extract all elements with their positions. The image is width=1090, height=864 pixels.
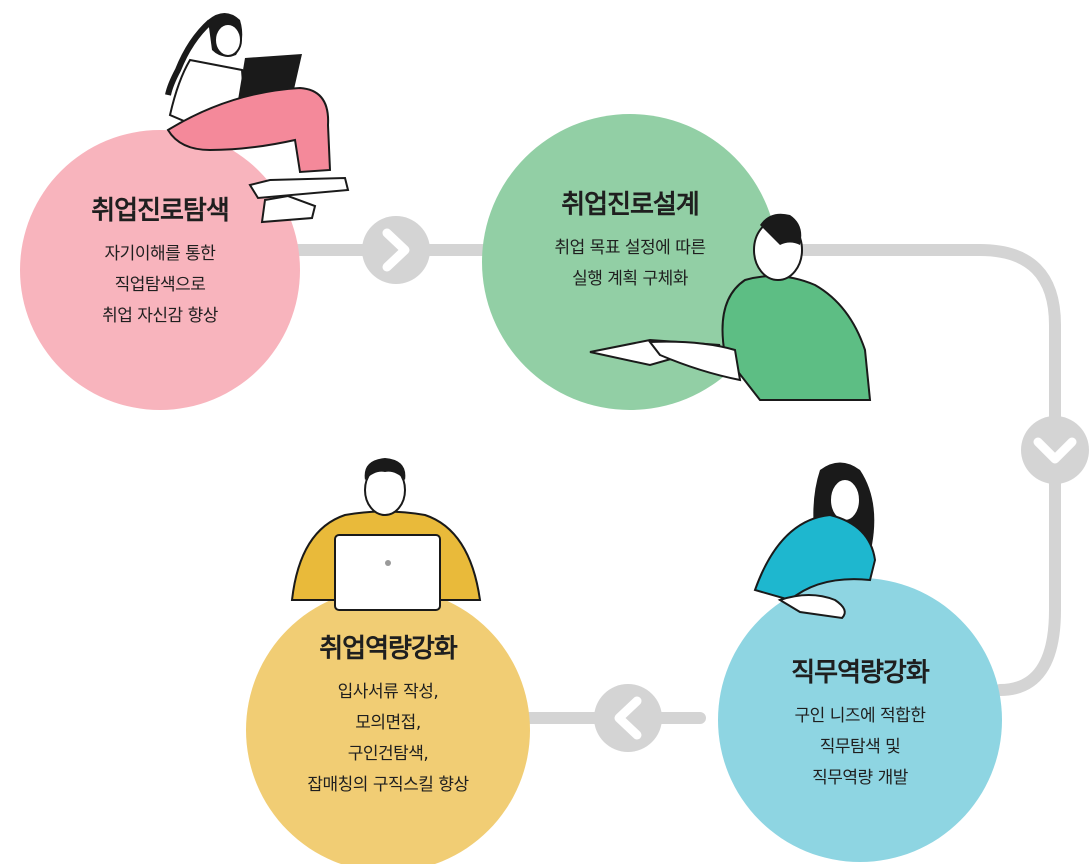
stage-description-line: 직무탐색 및 bbox=[819, 737, 901, 757]
stage-description-line: 실행 계획 구체화 bbox=[572, 269, 688, 289]
stage-description-line: 직업탐색으로 bbox=[114, 275, 206, 295]
stage-circle-design bbox=[482, 114, 778, 410]
stage-description-line: 취업 자신감 향상 bbox=[102, 306, 218, 326]
stage-title: 취업진로탐색 bbox=[91, 196, 230, 226]
woman-leaning-illustration bbox=[753, 462, 877, 620]
woman-laptop-illustration bbox=[165, 13, 350, 224]
man-laptop-illustration bbox=[290, 458, 482, 611]
stage-description-line: 잡매칭의 구직스킬 향상 bbox=[307, 775, 469, 795]
stage-circle-job-skill bbox=[718, 578, 1002, 862]
stage-title: 취업역량강화 bbox=[319, 634, 458, 664]
stage-description-line: 취업 목표 설정에 따른 bbox=[554, 238, 706, 258]
stage-description-line: 직무역량 개발 bbox=[812, 768, 908, 788]
stage-design: 취업진로설계 취업 목표 설정에 따른 실행 계획 구체화 bbox=[490, 184, 770, 295]
chevron-left-icon bbox=[594, 684, 662, 752]
stage-job-skill: 직무역량강화 구인 니즈에 적합한 직무탐색 및 직무역량 개발 bbox=[720, 652, 1000, 794]
man-paper-illustration bbox=[589, 213, 872, 401]
stage-description-line: 자기이해를 통한 bbox=[104, 244, 216, 264]
stage-description-line: 구인 니즈에 적합한 bbox=[794, 706, 926, 726]
stage-circle-employability bbox=[246, 588, 530, 864]
chevron-down-icon bbox=[1021, 416, 1089, 484]
chevron-right-icon bbox=[362, 216, 430, 284]
stage-title: 취업진로설계 bbox=[561, 190, 700, 220]
stage-explore: 취업진로탐색 자기이해를 통한 직업탐색으로 취업 자신감 향상 bbox=[20, 190, 300, 332]
stage-description-line: 구인건탐색, bbox=[347, 744, 429, 764]
stage-employability: 취업역량강화 입사서류 작성, 모의면접, 구인건탐색, 잡매칭의 구직스킬 향… bbox=[248, 628, 528, 801]
stage-description-line: 모의면접, bbox=[355, 713, 421, 733]
stage-circle-explore bbox=[20, 130, 300, 410]
stage-title: 직무역량강화 bbox=[791, 658, 930, 688]
stage-description-line: 입사서류 작성, bbox=[337, 682, 439, 702]
